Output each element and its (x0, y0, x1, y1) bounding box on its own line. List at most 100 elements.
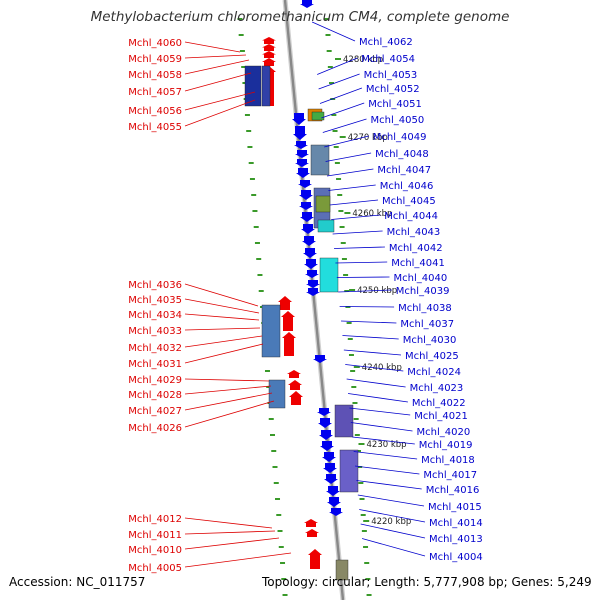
kbp-tick-label: 4260 kbp (352, 209, 392, 219)
inner-tick-dot (254, 242, 260, 244)
feature-block (261, 304, 281, 358)
left-gene-label: Mchl_4056 (128, 106, 182, 117)
outer-tick-dot (346, 322, 352, 324)
right-label-leader (341, 320, 397, 324)
outer-tick-dot (351, 386, 357, 388)
right-label-leader (325, 152, 372, 162)
inner-tick-dot (249, 178, 255, 180)
outer-tick-dot (338, 210, 344, 212)
right-gene-label: Mchl_4041 (391, 258, 445, 269)
inner-tick-dot (238, 34, 244, 36)
reverse-gene-arrow (292, 113, 306, 125)
outer-tick-dot (331, 114, 337, 116)
outer-tick-dot (345, 306, 351, 308)
right-gene-label: Mchl_4038 (398, 303, 452, 314)
right-label-leader (342, 335, 399, 340)
left-gene-label: Mchl_4058 (128, 70, 182, 81)
forward-gene-arrow (305, 529, 319, 537)
outer-tick-dot (354, 434, 360, 436)
left-gene-label: Mchl_4033 (128, 326, 182, 337)
inner-tick-dot (269, 434, 275, 436)
right-gene-label: Mchl_4016 (426, 485, 480, 496)
right-label-leader (335, 261, 388, 264)
right-gene-label: Mchl_4019 (419, 440, 473, 451)
right-gene-label: Mchl_4050 (371, 115, 425, 126)
outer-tick-dot (357, 466, 363, 468)
right-gene-label: Mchl_4039 (396, 286, 450, 297)
outer-tick-dot (339, 226, 345, 228)
right-label-leader (321, 102, 365, 119)
right-label-leader (324, 135, 369, 148)
left-gene-label: Mchl_4059 (128, 54, 182, 65)
feature-block (261, 65, 271, 107)
left-gene-label: Mchl_4026 (128, 423, 182, 434)
right-gene-label: Mchl_4051 (368, 99, 422, 110)
reverse-gene-arrow (295, 159, 309, 167)
left-label-leader (184, 378, 270, 382)
right-gene-label: Mchl_4043 (387, 227, 441, 238)
right-label-leader (350, 422, 413, 432)
outer-tick-dot (324, 18, 330, 20)
forward-gene-arrow (282, 332, 296, 356)
right-label-leader (343, 349, 402, 356)
left-gene-label: Mchl_4005 (128, 563, 182, 574)
inner-tick-dot (281, 578, 287, 580)
outer-tick-dot (359, 498, 365, 500)
inner-tick-dot (272, 466, 278, 468)
right-label-leader (326, 168, 374, 177)
reverse-gene-arrow (294, 141, 308, 149)
inner-tick-dot (282, 594, 288, 596)
right-gene-label: Mchl_4021 (414, 411, 468, 422)
reverse-gene-arrow (298, 180, 312, 188)
forward-gene-arrow (281, 311, 295, 331)
forward-gene-arrow (262, 37, 276, 44)
right-gene-label: Mchl_4018 (421, 455, 475, 466)
inner-tick-dot (252, 210, 258, 212)
outer-tick-dot (363, 546, 369, 548)
forward-gene-arrow (304, 519, 318, 527)
reverse-gene-arrow (299, 202, 313, 210)
left-label-leader (184, 392, 273, 411)
feature-block (310, 144, 330, 176)
forward-gene-arrow (262, 51, 276, 58)
genome-summary-text: Topology: circular; Length: 5,777,908 bp… (262, 575, 592, 589)
inner-tick-dot (246, 130, 252, 132)
right-gene-label: Mchl_4030 (403, 335, 457, 346)
outer-tick-dot (358, 482, 364, 484)
outer-tick-dot (341, 258, 347, 260)
inner-tick-dot (244, 114, 250, 116)
reverse-gene-arrow (305, 270, 319, 278)
reverse-gene-arrow (306, 288, 320, 296)
right-label-leader (319, 87, 363, 104)
inner-tick-dot (277, 530, 283, 532)
left-gene-label: Mchl_4012 (128, 514, 182, 525)
right-gene-label: Mchl_4042 (389, 243, 443, 254)
feature-block (315, 195, 331, 213)
left-label-leader (184, 537, 280, 550)
outer-tick-dot (334, 162, 340, 164)
outer-tick-dot (337, 194, 343, 196)
right-label-leader (347, 393, 408, 403)
left-gene-label: Mchl_4028 (128, 390, 182, 401)
forward-gene-arrow (262, 44, 276, 51)
left-label-leader (184, 400, 275, 428)
reverse-gene-arrow (301, 224, 315, 234)
left-label-leader (184, 54, 247, 59)
left-label-leader (184, 343, 264, 364)
left-label-leader (184, 327, 261, 331)
reverse-gene-arrow (326, 486, 340, 496)
right-label-leader (336, 276, 390, 278)
outer-tick-dot (333, 146, 339, 148)
right-gene-label: Mchl_4062 (359, 37, 413, 48)
left-label-leader (184, 41, 241, 53)
reverse-gene-arrow (306, 280, 320, 288)
inner-tick-dot (248, 162, 254, 164)
outer-tick-dot (340, 242, 346, 244)
right-label-leader (318, 73, 360, 90)
outer-tick-dot (344, 290, 350, 292)
feature-block (334, 404, 354, 438)
right-label-leader (331, 214, 381, 220)
feature-block (244, 65, 262, 107)
inner-tick-dot (237, 18, 243, 20)
right-gene-label: Mchl_4053 (364, 70, 418, 81)
